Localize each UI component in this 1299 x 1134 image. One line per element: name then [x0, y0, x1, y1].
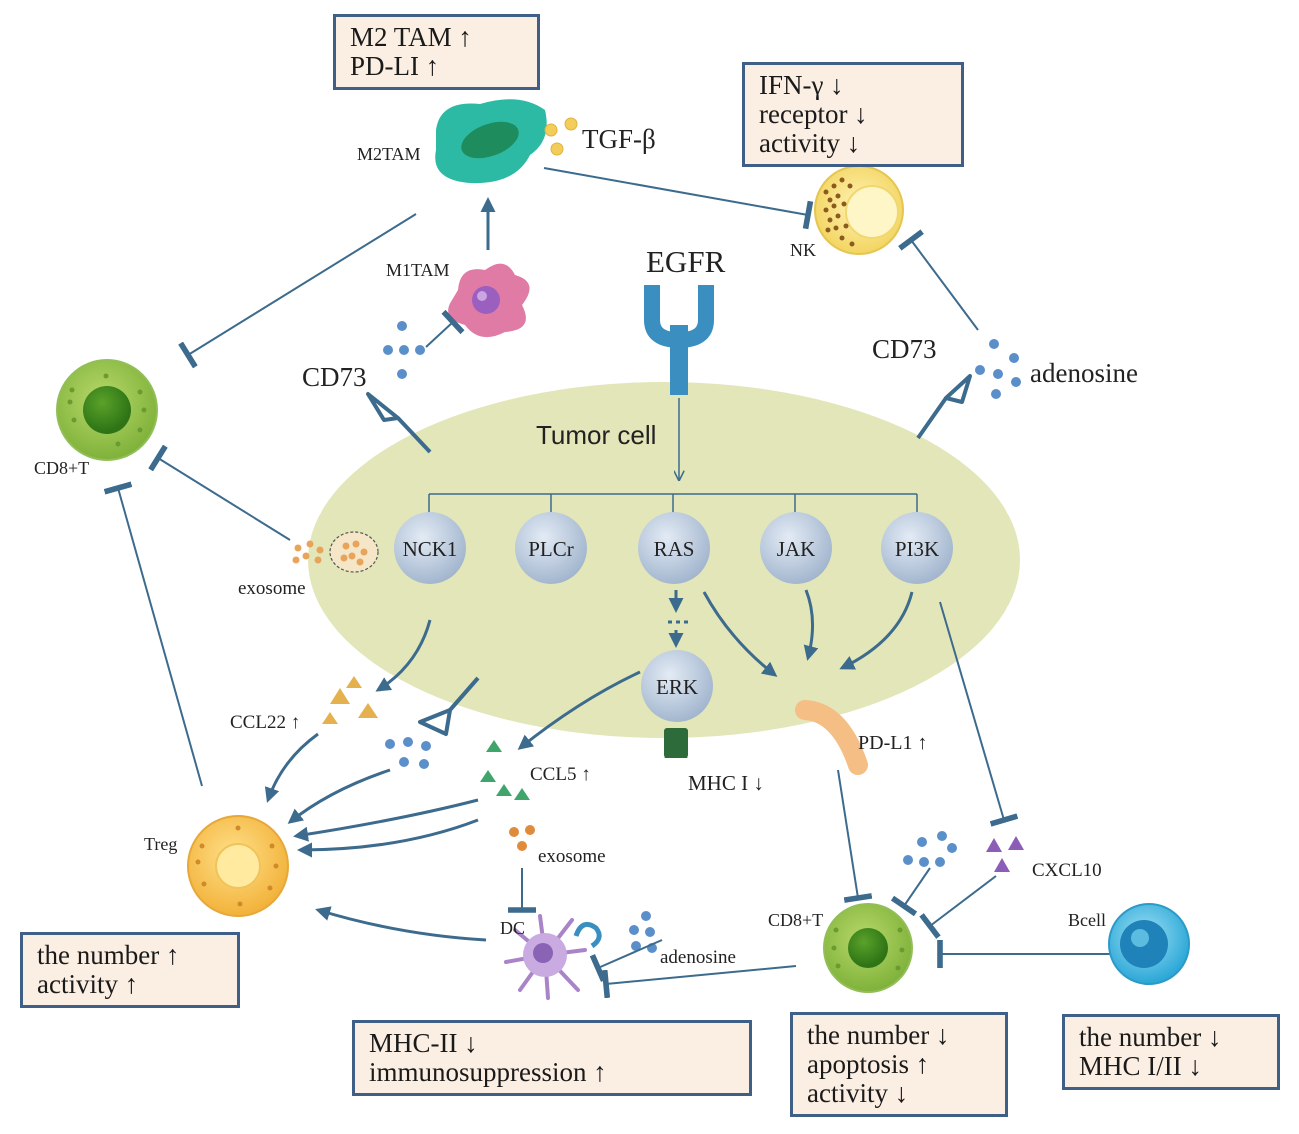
m2tam-effect-box: M2 TAM ↑ PD-LI ↑ [333, 14, 540, 90]
node-ras-label: RAS [654, 537, 695, 561]
node-ras: RAS [638, 512, 710, 584]
nk-box-line-2: receptor ↓ [759, 99, 868, 129]
exosome-bottom-dots [509, 825, 535, 851]
cxcl10-inhibit-cd8-line [919, 875, 997, 939]
pdl1-label: PD-L1 ↑ [858, 732, 927, 754]
ccl5-label: CCL5 ↑ [530, 764, 591, 785]
cxcl10-triangles [986, 836, 1024, 872]
adenosine-bottom-label: adenosine [660, 947, 736, 968]
ras-erk-arrow [668, 590, 688, 648]
node-plcr: PLCr [515, 512, 587, 584]
node-erk: ERK [641, 650, 713, 722]
dc-receptor-icon [573, 921, 602, 949]
adenosine-top-label: adenosine [1030, 358, 1138, 388]
cd8-box-line-1: the number ↓ [807, 1020, 950, 1050]
adenosine-inhibit-nk-line [898, 229, 979, 331]
adenosine-dots-left [383, 321, 425, 379]
node-pi3k: PI3K [881, 512, 953, 584]
dc-box-line-1: MHC-II ↓ [369, 1028, 478, 1058]
cd73-left-label: CD73 [302, 362, 367, 392]
cd8-dc-inhibit-line [601, 965, 797, 999]
exosome-left-label: exosome [238, 578, 306, 599]
adenosine-inhibit-dc-line [589, 939, 663, 982]
cd73-right-label: CD73 [872, 334, 937, 364]
nck1-to-ccl22-arrow [375, 619, 432, 692]
dc-label: DC [500, 918, 525, 938]
cd8t-left-cell-icon [56, 359, 158, 461]
cd73-right-receptor-icon [916, 374, 972, 440]
dc-cell-icon [504, 914, 587, 1000]
cd8-box-line-2: apoptosis ↑ [807, 1049, 930, 1079]
ccl22-triangles [322, 676, 378, 724]
dc-to-treg-arrow [315, 906, 487, 942]
mhc1-label: MHC I ↓ [688, 771, 764, 795]
nk-label: NK [790, 240, 816, 260]
node-nck1: NCK1 [394, 512, 466, 584]
nk-box-line-3: activity ↓ [759, 128, 861, 158]
cd8-effect-box: the number ↓ apoptosis ↑ activity ↓ [790, 1012, 1008, 1117]
dc-box-line-2: immunosuppression ↑ [369, 1057, 607, 1087]
bcell-box-line-2: MHC I/II ↓ [1079, 1051, 1202, 1081]
treg-box-line-1: the number ↑ [37, 940, 180, 970]
nk-effect-box: IFN-γ ↓ receptor ↓ activity ↓ [742, 62, 964, 167]
pdl1-icon [795, 700, 868, 775]
cd8t-left-label: CD8+T [34, 458, 89, 478]
m1tam-cell-icon [448, 263, 530, 338]
node-jak-label: JAK [777, 537, 816, 561]
exosome-left-icon [292, 531, 379, 573]
m2tam-box-line-1: M2 TAM ↑ [350, 22, 472, 52]
bcell-label: Bcell [1068, 910, 1106, 930]
adenosine-dots-cd8 [903, 831, 957, 867]
treg-inhibit-cd8-line [103, 481, 203, 787]
treg-cell-icon [187, 815, 289, 917]
adenosine-dots-right [975, 339, 1021, 399]
node-plcr-label: PLCr [528, 537, 574, 561]
cd8t-bottom-label: CD8+T [768, 910, 823, 930]
m1tam-label: M1TAM [386, 260, 450, 280]
pdl1-inhibit-cd8-line [837, 769, 873, 903]
cxcl10-label: CXCL10 [1032, 860, 1102, 881]
cd73-bottom-receptor-icon [418, 676, 480, 736]
m2tam-box-line-2: PD-LI ↑ [350, 51, 440, 81]
cd8t-bottom-cell-icon [823, 903, 913, 993]
ccl22-label: CCL22 ↑ [230, 712, 300, 733]
erk-to-ccl5-arrow [517, 670, 641, 750]
pdl1-converge-arrows [702, 589, 914, 677]
exosome-inhibit-cd8-line [148, 444, 291, 541]
mhc1-icon [664, 728, 688, 758]
nk-cell-icon [814, 165, 904, 255]
ccl5-triangles [480, 740, 530, 800]
m2tam-cell-icon [435, 99, 547, 184]
treg-box-line-2: activity ↑ [37, 969, 139, 999]
m2-inhibit-cd8-line [178, 213, 417, 369]
node-pi3k-label: PI3K [895, 537, 939, 561]
adenosine-dots-dc [629, 911, 657, 953]
bcell-box-line-1: the number ↓ [1079, 1022, 1222, 1052]
egfr-label: EGFR [646, 244, 726, 279]
adenosine-inhibit-m1-line [425, 309, 465, 348]
treg-label: Treg [144, 834, 177, 854]
adenosine-inhibit-cd8-line [890, 867, 931, 917]
node-jak: JAK [760, 512, 832, 584]
bcell-effect-box: the number ↓ MHC I/II ↓ [1062, 1014, 1280, 1090]
cd8-box-line-3: activity ↓ [807, 1078, 909, 1108]
tumor-cell-label: Tumor cell [536, 420, 656, 450]
tgf-beta-label: TGF-β [582, 124, 656, 154]
pi3k-inhibit-cxcl10-line [939, 601, 1019, 827]
treg-recruit-arrows [264, 732, 479, 858]
node-nck1-label: NCK1 [403, 537, 458, 561]
egfr-receptor-icon [644, 285, 714, 395]
nk-box-line-1: IFN-γ ↓ [759, 70, 844, 100]
cd73-left-receptor-icon [366, 392, 432, 454]
node-erk-label: ERK [656, 675, 698, 699]
dc-effect-box: MHC-II ↓ immunosuppression ↑ [352, 1020, 752, 1096]
adenosine-dots-bottom-left [385, 737, 431, 769]
treg-effect-box: the number ↑ activity ↑ [20, 932, 240, 1008]
exosome-bottom-label: exosome [538, 846, 606, 867]
m2tam-label: M2TAM [357, 144, 421, 164]
tgf-inhibit-nk-line [543, 167, 814, 230]
tgf-beta-dots [544, 117, 578, 156]
bcell-icon [1108, 903, 1190, 985]
